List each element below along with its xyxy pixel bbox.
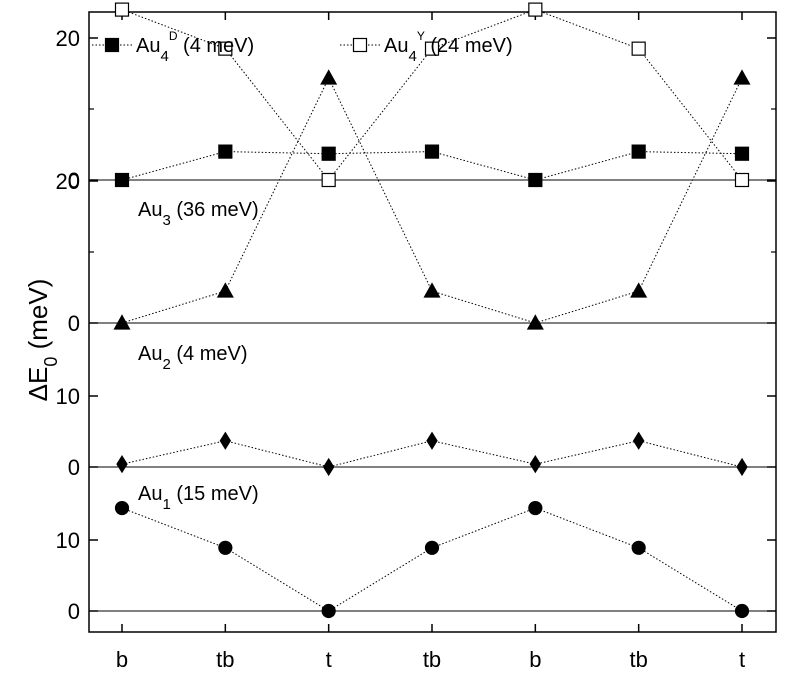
series-Au1-point bbox=[631, 540, 646, 555]
series-Au4D-point bbox=[218, 144, 233, 159]
legend-marker-Au4D bbox=[104, 37, 120, 53]
series-Au3-point bbox=[630, 282, 648, 298]
series-Au4Y-point bbox=[528, 2, 543, 17]
y-tick-label: 0 bbox=[68, 168, 80, 193]
panel-label-Au2: Au2 (4 meV) bbox=[138, 343, 248, 373]
y-tick-label: 10 bbox=[56, 384, 80, 409]
x-tick-label: tb bbox=[629, 647, 647, 672]
series-Au1-point bbox=[321, 603, 336, 619]
legend-label-Au4Y: Au4Y (24 meV) bbox=[384, 29, 513, 65]
legend-marker-Au4Y bbox=[352, 37, 368, 53]
plot-frame-layer bbox=[88, 11, 777, 633]
series-Au4D-point bbox=[321, 146, 336, 161]
y-tick-label: 20 bbox=[56, 169, 80, 194]
series-Au3-point bbox=[216, 282, 234, 298]
series-Au4Y-point bbox=[321, 172, 336, 188]
panel-label-Au1: Au1 (15 meV) bbox=[138, 483, 259, 513]
series-Au3-point bbox=[113, 314, 131, 330]
y-axis-title-sub: 0 bbox=[41, 357, 61, 367]
series-Au4Y-point bbox=[631, 41, 646, 56]
series-Au4D-point bbox=[631, 144, 646, 159]
series-Au1-point bbox=[734, 603, 750, 619]
series-Au4Y-point bbox=[114, 2, 130, 17]
series-Au2-point bbox=[219, 431, 232, 450]
x-tick-label: b bbox=[116, 647, 128, 672]
series-Au3-point bbox=[733, 69, 751, 85]
series-Au2-point bbox=[632, 431, 645, 450]
x-tick-label: b bbox=[529, 647, 541, 672]
series-Au1-point bbox=[528, 500, 543, 516]
series-Au4D-point bbox=[114, 172, 130, 188]
chart-marks-layer bbox=[92, 2, 751, 619]
y-tick-label: 0 bbox=[68, 311, 80, 336]
y-tick-label: 10 bbox=[56, 528, 80, 553]
series-Au1-point bbox=[424, 540, 440, 555]
series-Au4Y-point bbox=[424, 41, 440, 56]
x-tick-label: t bbox=[739, 647, 745, 672]
series-Au3-point bbox=[423, 282, 441, 298]
plot-frame bbox=[88, 11, 777, 633]
y-axis-title-unit: (meV) bbox=[23, 279, 53, 357]
series-Au2-point bbox=[426, 431, 438, 450]
series-Au4Y-point bbox=[218, 41, 233, 56]
series-Au3-point bbox=[320, 69, 338, 85]
series-Au2-point bbox=[322, 457, 335, 477]
series-Au4D-point bbox=[424, 144, 440, 159]
panel-label-Au3: Au3 (36 meV) bbox=[138, 199, 259, 229]
x-tick-label: t bbox=[326, 647, 332, 672]
series-Au1-point bbox=[114, 500, 130, 516]
y-axis-title: ΔE0 (meV) bbox=[23, 279, 61, 402]
series-Au4Y-point bbox=[734, 172, 750, 188]
series-Au2-point bbox=[116, 455, 128, 474]
y-axis-title-main: ΔE bbox=[23, 367, 53, 402]
series-Au2-point bbox=[736, 457, 748, 477]
series-Au1-point bbox=[218, 540, 233, 555]
y-tick-label: 0 bbox=[68, 455, 80, 480]
y-tick-label: 0 bbox=[68, 599, 80, 624]
x-tick-label: tb bbox=[216, 647, 234, 672]
series-Au4D-point bbox=[528, 172, 543, 188]
legend-label-Au4D: Au4D (4 meV) bbox=[136, 29, 254, 65]
series-Au2-point bbox=[529, 455, 542, 474]
series-Au1-line bbox=[121, 507, 743, 612]
series-Au4D-point bbox=[734, 146, 750, 161]
series-Au3-point bbox=[526, 314, 544, 330]
x-tick-label: tb bbox=[423, 647, 441, 672]
y-tick-label: 20 bbox=[56, 26, 80, 51]
